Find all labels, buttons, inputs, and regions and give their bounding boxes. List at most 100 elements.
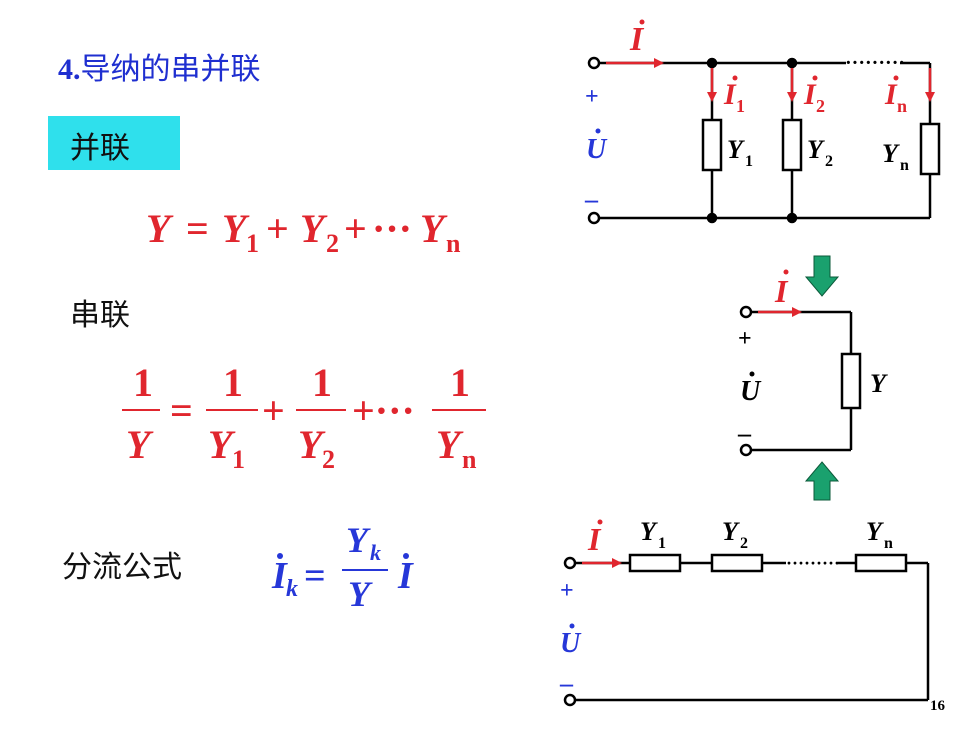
pf-eq: =	[186, 206, 209, 251]
pc-b2-current: I	[803, 78, 817, 111]
sf-one-n: 1	[450, 360, 470, 405]
series-label: 串联	[70, 298, 130, 333]
pc-main-current: I	[629, 21, 645, 58]
series-circuit	[563, 553, 930, 707]
sf-s1: 1	[232, 445, 245, 474]
sf-s2: 2	[322, 445, 335, 474]
pc-b1-current-sub: 1	[736, 96, 745, 116]
ec-current: I	[774, 273, 789, 309]
sc-y2-sub: 2	[740, 535, 748, 552]
sc-y2: Y	[722, 517, 740, 546]
page-number: 16	[930, 698, 946, 714]
parallel-label: 并联	[70, 131, 130, 166]
pc-bn-current: I	[884, 78, 898, 111]
pf-s2: 2	[326, 229, 339, 258]
sf-one-1: 1	[223, 360, 243, 405]
pf-t2: Y	[300, 206, 328, 251]
pc-b1-current: I	[723, 78, 737, 111]
title-text: 导纳的串并联	[80, 52, 261, 87]
pc-dot	[595, 128, 601, 134]
df-eq: =	[304, 555, 326, 597]
sc-voltage: U	[560, 628, 582, 659]
df-numsub: k	[370, 540, 381, 565]
pc-voltage: U	[586, 134, 608, 165]
pf-p1: +	[266, 206, 289, 251]
equivalence-arrows	[804, 255, 840, 501]
df-i: I	[271, 555, 288, 597]
pc-y2: Y	[807, 135, 825, 164]
ec-terminal-top	[739, 305, 753, 319]
pc-junction	[786, 57, 798, 69]
pc-junction	[786, 212, 798, 224]
sc-y2-box	[710, 553, 764, 573]
pc-junction	[706, 57, 718, 69]
ec-dot	[783, 269, 789, 275]
sf-eq: =	[170, 388, 193, 433]
series-circuit-labels: ········· I Y 1 Y 2 Y n + U – 16	[559, 517, 946, 714]
ec-voltage: U	[740, 376, 762, 407]
series-formula: 1 Y = 1 Y 1 + 1 Y 2 +··· 1 Y n	[122, 360, 486, 474]
df-num: Y	[346, 520, 371, 560]
slide-title: 4.导纳的串并联	[58, 44, 261, 88]
ec-minus: –	[737, 419, 752, 448]
df-den: Y	[348, 574, 373, 614]
dot-ik	[277, 553, 283, 559]
sc-current: I	[587, 521, 602, 557]
sc-yn: Y	[866, 517, 884, 546]
pc-dot	[732, 75, 738, 81]
pc-b1-admittance	[701, 118, 723, 172]
parallel-circuit-labels: ········· I I 1 I 2 I n Y 1 Y 2 Y n + U …	[584, 19, 909, 214]
pf-dots: ···	[372, 206, 412, 251]
pc-terminal-top	[587, 56, 601, 70]
dot-i	[403, 553, 409, 559]
sf-lhs: Y	[126, 422, 154, 467]
pf-s1: 1	[246, 229, 259, 258]
sf-d1: Y	[208, 422, 236, 467]
sf-one-lhs: 1	[133, 360, 153, 405]
pc-minus: –	[584, 185, 599, 214]
pc-b2-admittance	[781, 118, 803, 172]
pc-terminal-bottom	[587, 211, 601, 225]
sc-dot	[597, 519, 603, 525]
parallel-formula: Y = Y 1 + Y 2 + ··· Y n	[146, 206, 461, 258]
pc-bn-admittance	[919, 122, 941, 176]
sf-dn: Y	[436, 422, 464, 467]
pc-junction	[706, 212, 718, 224]
df-i2: I	[397, 555, 414, 597]
df-k: k	[286, 576, 298, 602]
pc-y1-sub: 1	[745, 153, 753, 170]
sf-dots: +···	[352, 388, 415, 433]
pc-dot	[639, 19, 645, 25]
sc-y1-box	[628, 553, 682, 573]
pc-yn-sub: n	[900, 157, 909, 174]
sf-d2: Y	[298, 422, 326, 467]
parallel-circuit	[587, 56, 941, 225]
pf-sn: n	[446, 229, 461, 258]
down-arrow	[804, 255, 840, 297]
title-number: 4.	[58, 53, 81, 86]
pf-tn: Y	[420, 206, 448, 251]
equivalent-circuit	[739, 305, 862, 457]
sc-ellipsis: ·········	[786, 553, 840, 573]
sc-minus: –	[559, 669, 574, 698]
sc-yn-box	[854, 553, 908, 573]
sc-terminal-top	[563, 556, 577, 570]
sf-one-2: 1	[312, 360, 332, 405]
sc-yn-sub: n	[884, 535, 893, 552]
sc-plus: +	[560, 578, 574, 604]
pc-b2-current-sub: 2	[816, 96, 825, 116]
divider-formula: I k = Y k Y I	[271, 520, 414, 614]
pc-yn: Y	[882, 139, 900, 168]
current-divider-label: 分流公式	[62, 550, 182, 585]
ec-admittance	[840, 352, 862, 410]
pc-y1: Y	[727, 135, 745, 164]
pf-t1: Y	[222, 206, 250, 251]
pf-p2: +	[344, 206, 367, 251]
sc-y1: Y	[640, 517, 658, 546]
pc-bn-current-sub: n	[897, 96, 907, 116]
pc-plus: +	[585, 84, 599, 110]
pc-ellipsis: ·········	[845, 52, 905, 74]
parallel-label-box	[48, 116, 180, 170]
